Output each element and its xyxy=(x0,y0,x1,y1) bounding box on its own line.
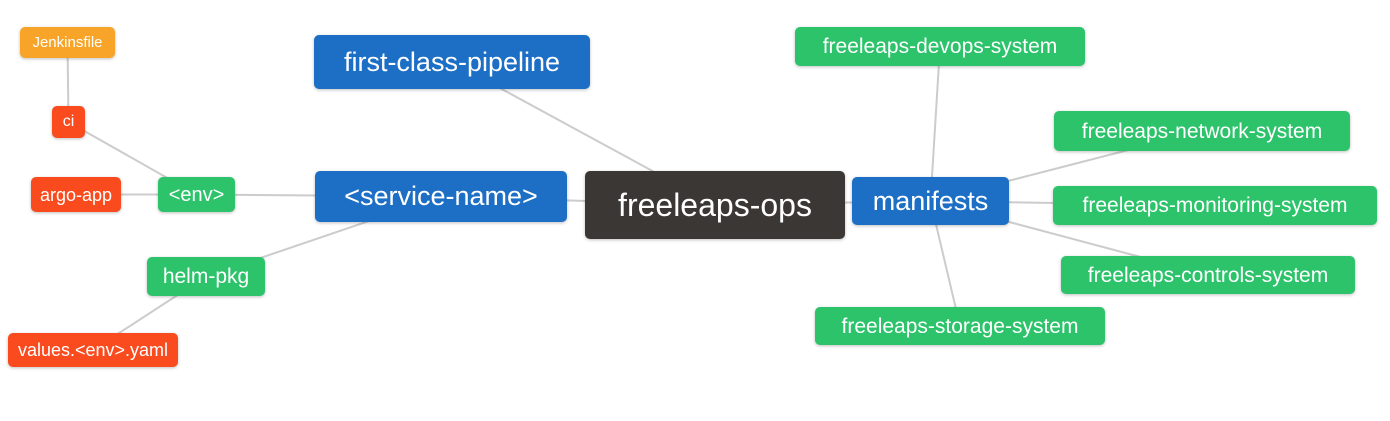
node-manifests[interactable]: manifests xyxy=(852,177,1009,225)
node-label: freeleaps-ops xyxy=(618,187,812,223)
node-helm-pkg[interactable]: helm-pkg xyxy=(147,257,265,296)
node-label: freeleaps-devops-system xyxy=(822,35,1058,58)
node-freeleaps-storage-system[interactable]: freeleaps-storage-system xyxy=(815,307,1105,345)
node-first-class-pipeline[interactable]: first-class-pipeline xyxy=(314,35,590,89)
node-freeleaps-network-system[interactable]: freeleaps-network-system xyxy=(1054,111,1350,151)
node-values-env-yaml[interactable]: values.<env>.yaml xyxy=(8,333,178,367)
node-label: argo-app xyxy=(39,184,113,205)
node-label: manifests xyxy=(872,185,989,216)
node-label: freeleaps-storage-system xyxy=(841,314,1079,338)
node-freeleaps-devops-system[interactable]: freeleaps-devops-system xyxy=(795,27,1085,66)
node-label: ci xyxy=(62,113,75,130)
edge-manifests-to-freeleaps-devops-system xyxy=(929,46,941,202)
node-label: values.<env>.yaml xyxy=(17,340,169,360)
node-ci[interactable]: ci xyxy=(52,106,85,138)
node-jenkinsfile[interactable]: Jenkinsfile xyxy=(20,27,115,58)
node-service-name[interactable]: <service-name> xyxy=(315,171,567,222)
node-label: freeleaps-network-system xyxy=(1081,119,1323,143)
node-label: <env> xyxy=(168,183,225,206)
node-label: freeleaps-monitoring-system xyxy=(1082,194,1348,217)
node-label: Jenkinsfile xyxy=(32,34,103,51)
node-label: first-class-pipeline xyxy=(343,46,561,77)
node-argo-app[interactable]: argo-app xyxy=(31,177,121,212)
node-label: helm-pkg xyxy=(162,265,250,288)
node-label: <service-name> xyxy=(344,181,538,211)
node-env[interactable]: <env> xyxy=(158,177,235,212)
node-freeleaps-controls-system[interactable]: freeleaps-controls-system xyxy=(1061,256,1355,294)
node-freeleaps-monitoring-system[interactable]: freeleaps-monitoring-system xyxy=(1053,186,1377,225)
node-freeleaps-ops[interactable]: freeleaps-ops xyxy=(585,171,845,239)
node-label: freeleaps-controls-system xyxy=(1087,263,1329,287)
